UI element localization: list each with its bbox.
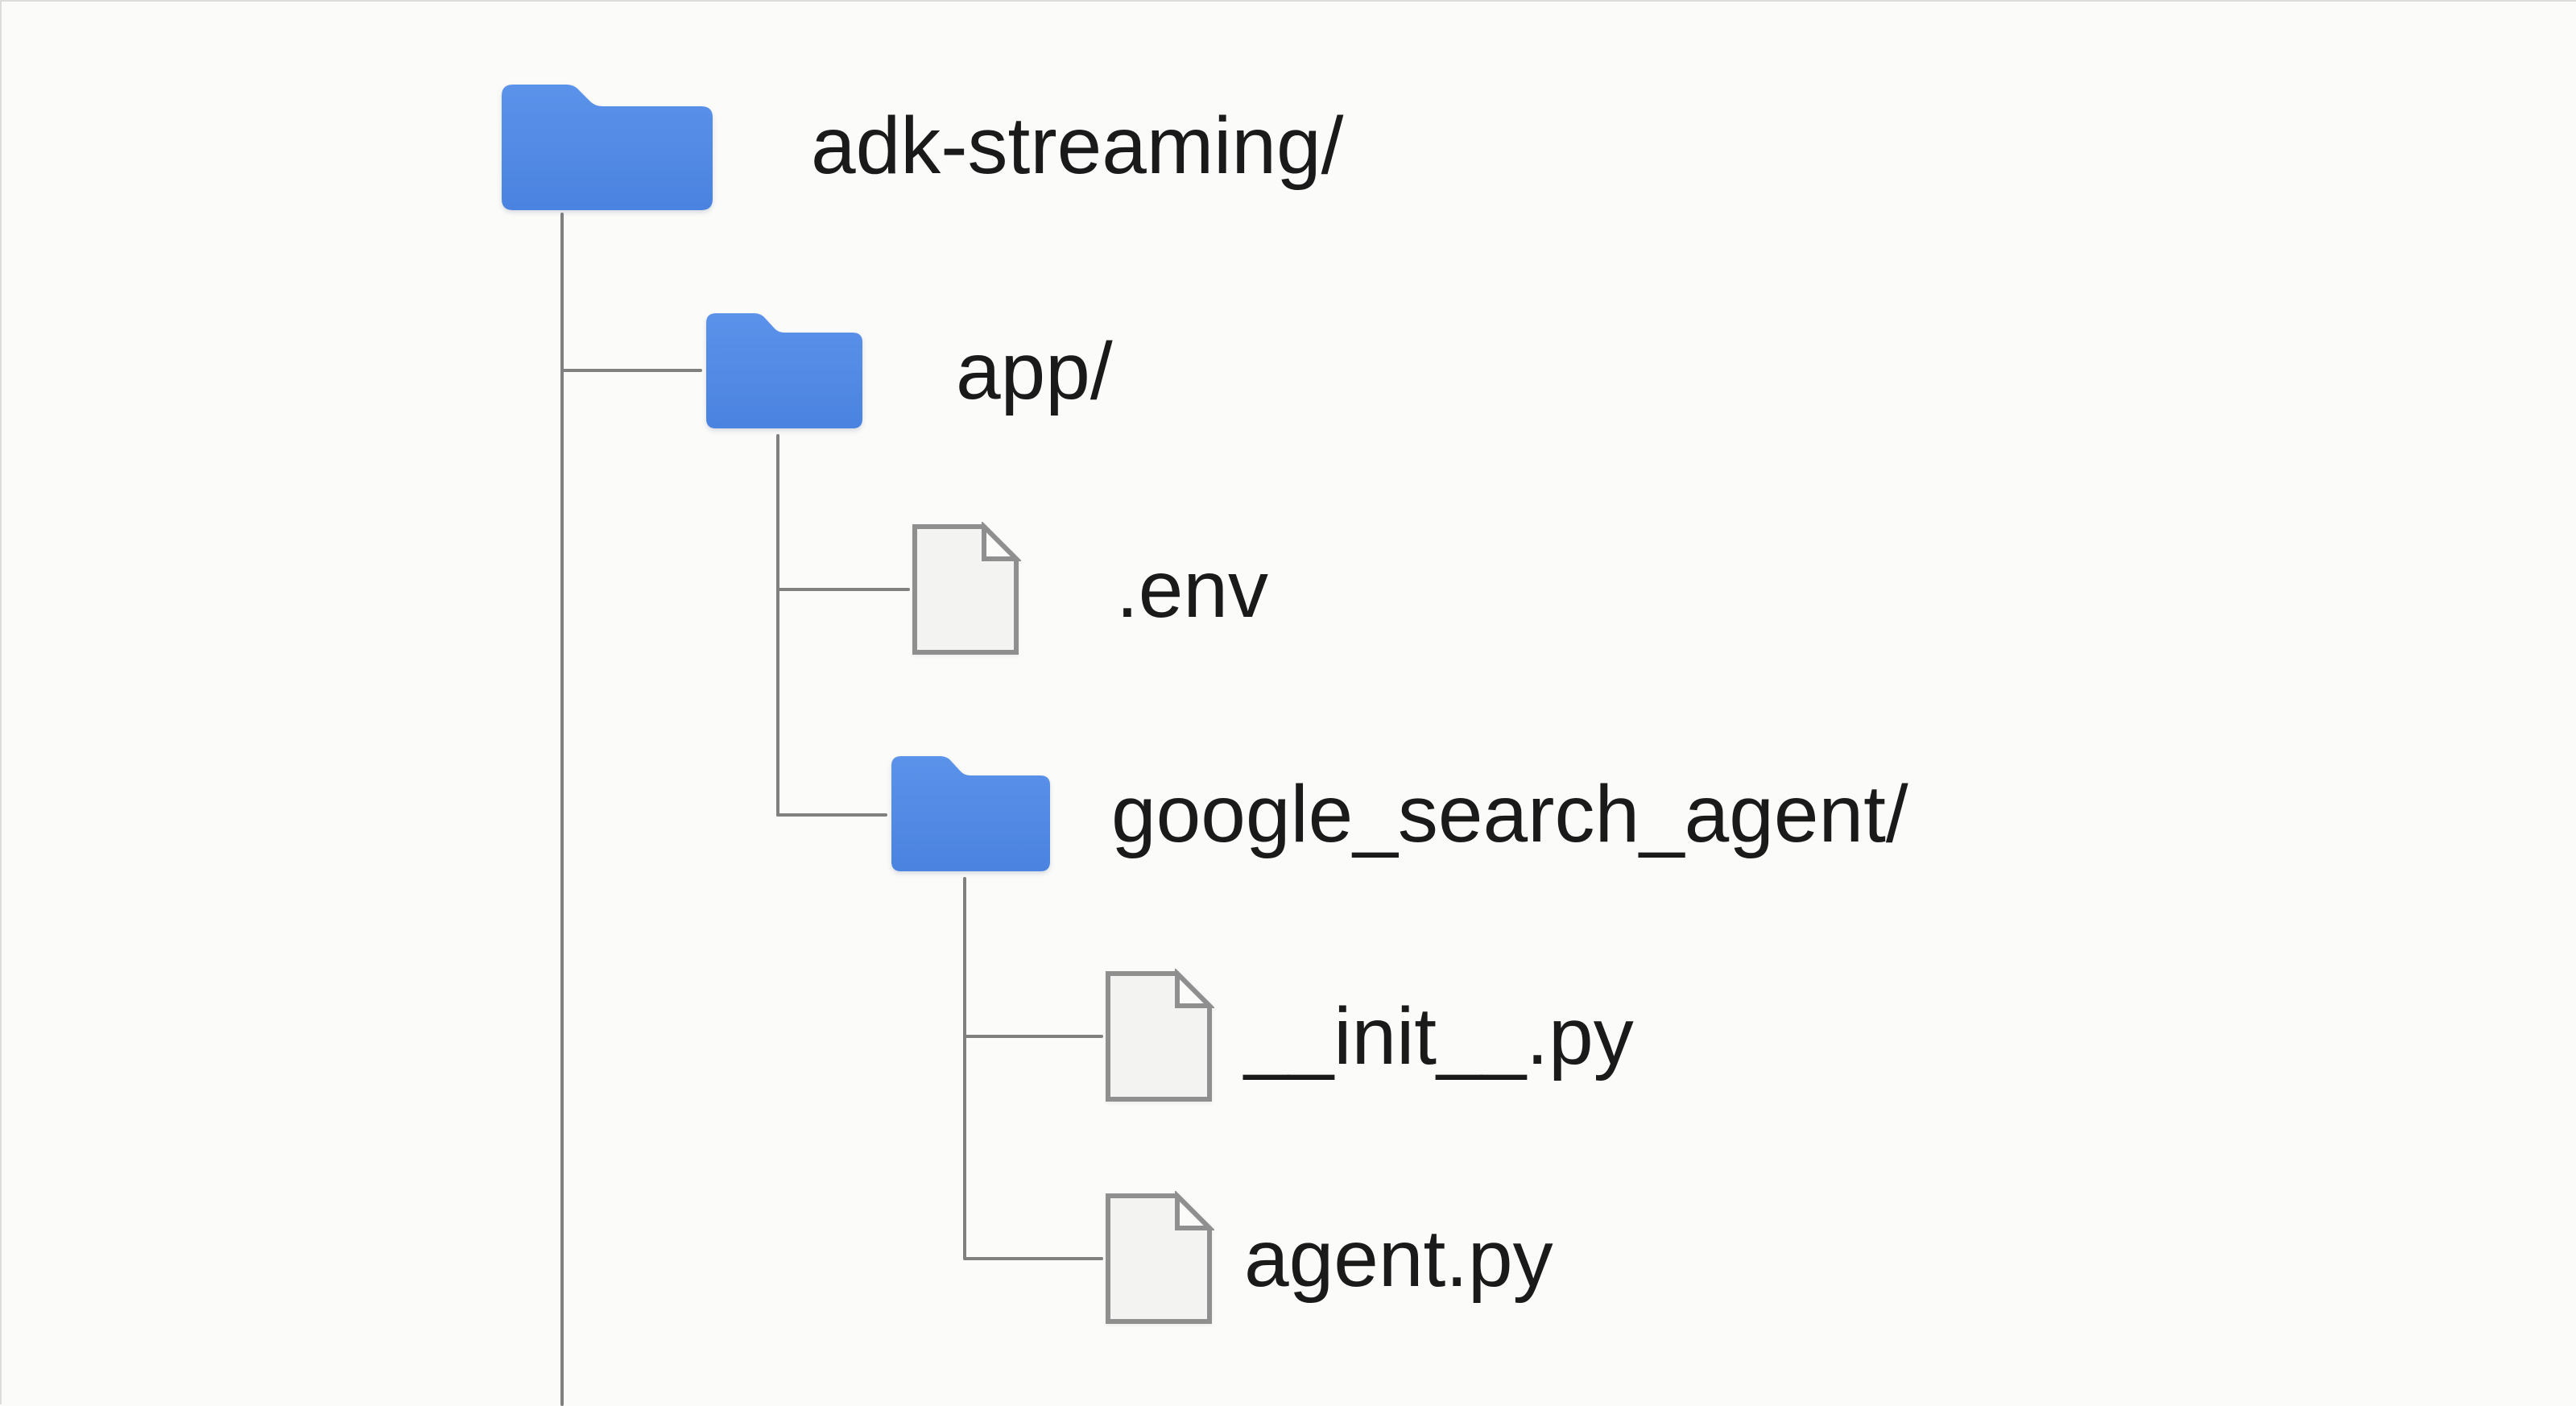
tree-connector-branch-env (776, 588, 910, 591)
file-icon (1106, 1191, 1214, 1324)
tree-node-google-search-agent: google_search_agent/ (887, 751, 1908, 877)
tree-connector-trunk-gsa (963, 877, 966, 1260)
tree-node-label: app/ (956, 325, 1113, 416)
tree-node-env: .env (910, 522, 1268, 657)
tree-node-init-py: __init__.py (1103, 969, 1634, 1104)
folder-icon (891, 756, 1050, 871)
tree-connector-trunk-app (776, 434, 779, 817)
tree-node-label: .env (1116, 544, 1269, 635)
tree-node-adk-streaming: adk-streaming/ (497, 77, 1343, 215)
tree-connector-trunk-root (560, 213, 564, 1406)
spacer (717, 77, 811, 214)
tree-node-label: adk-streaming/ (811, 101, 1344, 191)
tree-connector-branch-app (560, 369, 702, 372)
folder-icon (502, 85, 713, 210)
tree-node-app: app/ (702, 308, 1113, 434)
tree-connector-branch-init (963, 1035, 1103, 1038)
file-icon (912, 522, 1021, 655)
tree-connector-branch-gsa (776, 813, 887, 817)
folder-icon (706, 313, 862, 428)
tree-node-label: google_search_agent/ (1111, 768, 1908, 859)
tree-node-agent-py: agent.py (1103, 1191, 1553, 1326)
tree-node-label: __init__.py (1244, 991, 1634, 1081)
tree-node-label: agent.py (1244, 1214, 1553, 1304)
file-icon (1106, 969, 1214, 1102)
tree-connector-branch-agent (963, 1257, 1103, 1260)
